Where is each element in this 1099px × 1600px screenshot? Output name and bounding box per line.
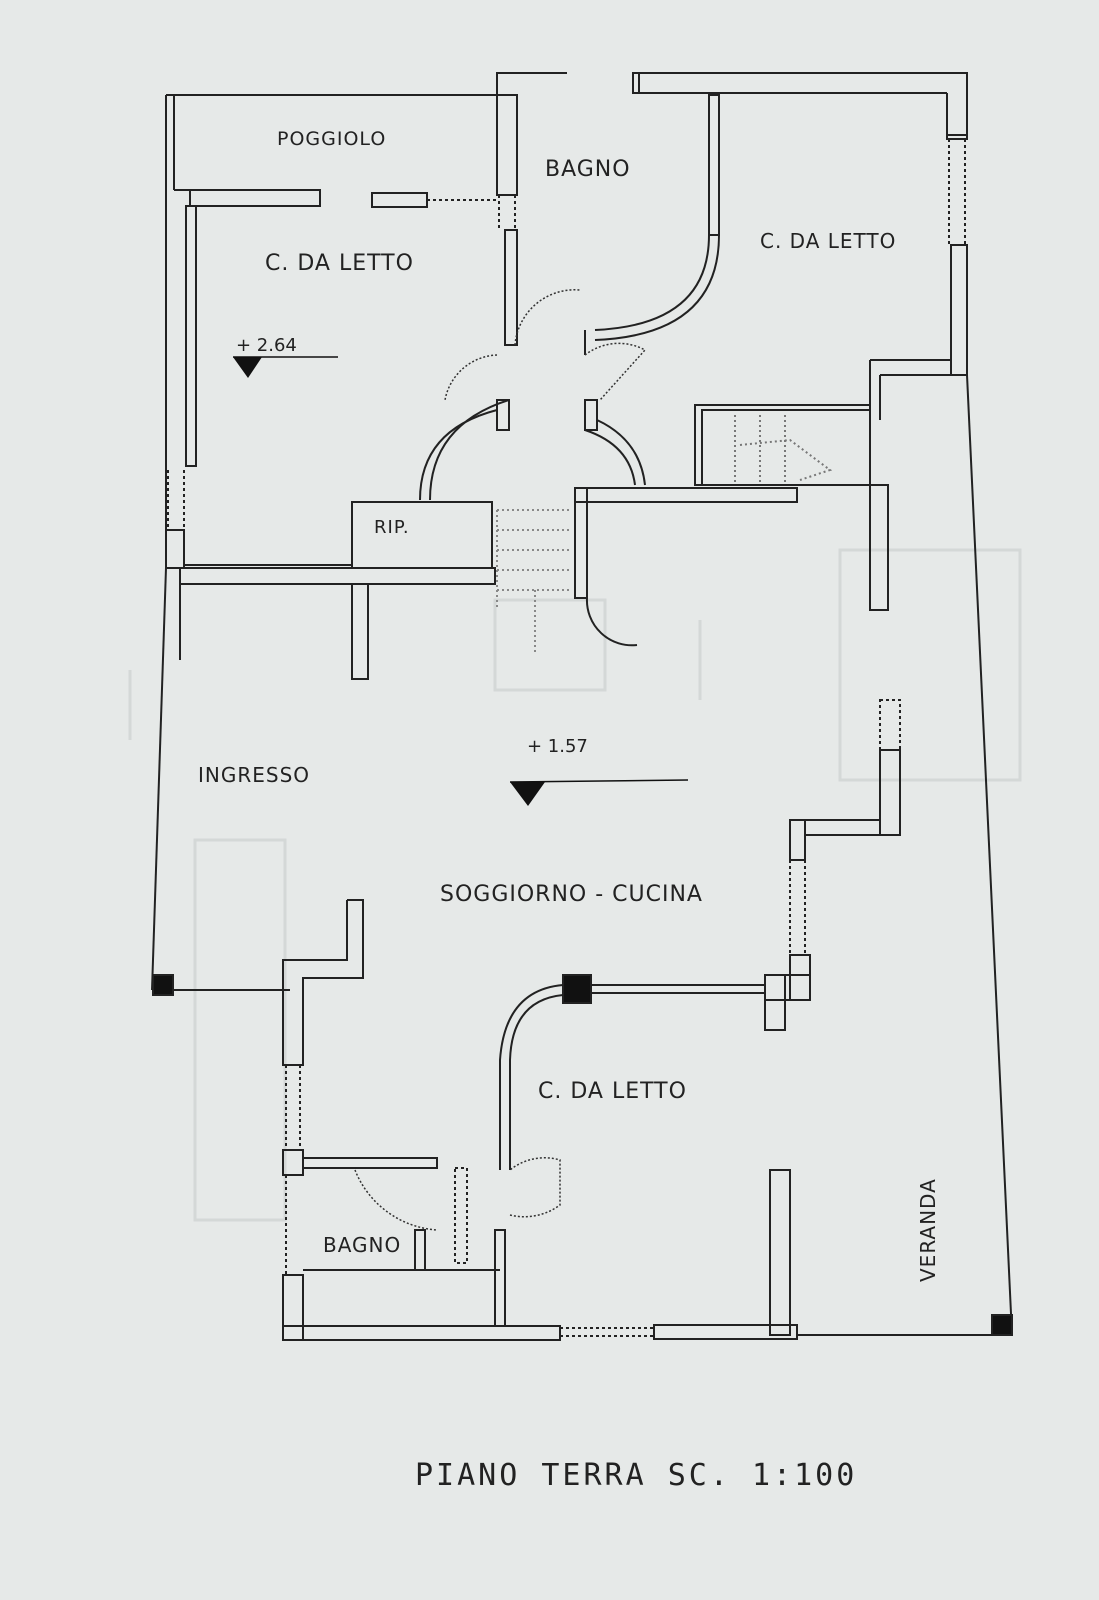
room-label-letto-bottom: C. DA LETTO xyxy=(538,1079,687,1104)
room-label-ingresso: INGRESSO xyxy=(198,763,310,787)
room-label-letto-top-left: C. DA LETTO xyxy=(265,251,414,276)
room-label-veranda: VERANDA xyxy=(916,1178,940,1282)
room-label-bagno-top: BAGNO xyxy=(545,157,631,182)
level-marker-upper: + 2.64 xyxy=(233,335,338,378)
level-marker-main: + 1.57 xyxy=(509,736,689,806)
room-label-poggiolo: POGGIOLO xyxy=(277,128,386,150)
drawing-title: PIANO TERRA SC. 1:100 xyxy=(415,1458,857,1493)
interior-walls xyxy=(282,94,967,1341)
bleed-through-marks xyxy=(128,548,1022,1222)
outer-walls xyxy=(151,72,1013,1341)
level-label-main: + 1.57 xyxy=(527,736,588,757)
door-swings xyxy=(354,289,647,1231)
room-label-soggiorno: SOGGIORNO - CUCINA xyxy=(440,882,703,907)
level-label-upper: + 2.64 xyxy=(236,335,297,356)
room-label-bagno-bottom: BAGNO xyxy=(323,1233,401,1257)
room-labels: POGGIOLO BAGNO C. DA LETTO C. DA LETTO R… xyxy=(198,128,940,1282)
room-label-rip: RIP. xyxy=(374,517,410,538)
room-label-letto-top-right: C. DA LETTO xyxy=(760,229,896,253)
